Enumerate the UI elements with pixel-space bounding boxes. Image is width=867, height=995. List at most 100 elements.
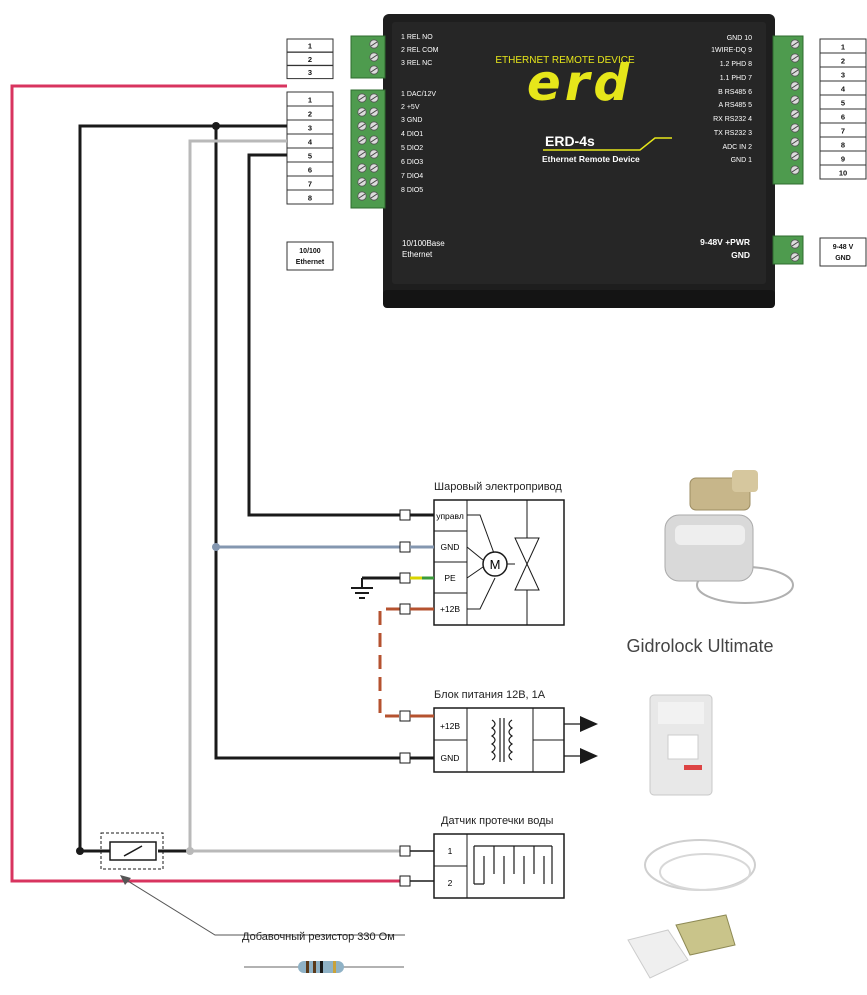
dev-left-mid-7: 8 DIO5	[401, 187, 423, 194]
junction-dot	[76, 847, 84, 855]
valve-photo	[596, 440, 806, 620]
resistor-symbol	[100, 832, 164, 870]
right-terminal-number: 7	[841, 127, 845, 136]
power-box-frame	[819, 237, 867, 267]
screw-slot	[358, 95, 366, 101]
screw-slot	[370, 151, 378, 157]
wire-black-left-bus	[78, 124, 287, 853]
model-name: ERD-4s	[545, 133, 595, 149]
psu-connector	[399, 752, 411, 764]
dev-right-7: TX RS232 3	[714, 130, 752, 137]
wire-brown-12v	[378, 607, 400, 718]
valve-icon-top	[514, 537, 540, 566]
dev-left-mid-4: 5 DIO2	[401, 145, 423, 152]
screw-slot	[791, 69, 799, 75]
left-mid-terminal-number: 7	[308, 180, 312, 189]
ethernet-port-label-1: 10/100Base	[402, 239, 445, 248]
screw-slot	[791, 167, 799, 173]
ethernet-box-frame	[286, 241, 334, 271]
left-top-terminal-box	[286, 65, 334, 80]
erd-device: 1 REL NO 2 REL COM 3 REL NC 1 DAC/12V 2 …	[383, 14, 775, 308]
power-box: 9-48 V GND	[819, 237, 867, 267]
left-top-terminal-number: 3	[308, 68, 312, 77]
dev-left-mid-3: 4 DIO1	[401, 131, 423, 138]
output-arrow-icon	[580, 716, 598, 732]
screw-slot	[358, 151, 366, 157]
ethernet-box-line1: 10/100	[299, 248, 321, 255]
screw-slot	[791, 254, 799, 260]
terminal-block-left-top	[350, 35, 386, 79]
dev-right-5: A RS485 5	[719, 102, 753, 109]
resistor-photo	[244, 961, 404, 973]
terminal-blocks	[350, 35, 804, 265]
dev-right-4: B RS485 6	[718, 89, 752, 96]
left-mid-terminal-number: 1	[308, 96, 312, 105]
dev-left-mid-6: 7 DIO4	[401, 173, 423, 180]
psu-schematic: Блок питания 12В, 1А +12В GND	[399, 689, 598, 773]
left-top-terminal-number: 2	[308, 55, 312, 64]
brand-banner: ETHERNET REMOTE DEVICE	[495, 55, 635, 66]
wires	[10, 84, 400, 883]
left-mid-terminal-box	[286, 189, 334, 205]
dev-left-mid-1: 2 +5V	[401, 104, 420, 111]
sensor-electrode-icon	[473, 845, 553, 885]
dev-right-labels: GND 10 1WIRE-DQ 9 1.2 PHD 8 1.1 PHD 7 B …	[711, 35, 752, 164]
screw-slot	[370, 41, 378, 47]
wire-black-gnd-psu	[214, 124, 400, 760]
dev-right-6: RX RS232 4	[713, 116, 752, 123]
power-box-line1: 9-48 V	[833, 244, 854, 251]
dev-right-2: 1.2 PHD 8	[720, 61, 752, 68]
screw-slot	[370, 109, 378, 115]
power-box-line2: GND	[835, 255, 851, 262]
left-mid-terminal-number: 5	[308, 152, 312, 161]
sensor-pin-2: 2	[448, 878, 453, 888]
screw-slot	[791, 41, 799, 47]
screw-slot	[370, 123, 378, 129]
screw-slot	[791, 153, 799, 159]
terminal-screws	[357, 39, 800, 262]
psu-pin-12v: +12В	[440, 721, 460, 731]
screw-slot	[370, 137, 378, 143]
valve-connector	[399, 603, 411, 615]
screw-slot	[370, 165, 378, 171]
number-boxes-left-top: 1 2 3	[286, 38, 334, 80]
power-label-2: GND	[731, 250, 750, 260]
screw-slot	[370, 95, 378, 101]
valve-icon-bottom	[514, 562, 540, 591]
model-underline	[543, 137, 672, 151]
right-terminal-number: 8	[841, 141, 845, 150]
valve-product-name: Gidrolock Ultimate	[626, 636, 773, 656]
wire-black-dio2-control	[247, 153, 400, 517]
junction-dot	[186, 847, 194, 855]
right-terminal-number: 3	[841, 71, 845, 80]
valve-connector	[399, 509, 411, 521]
sensor-photo	[627, 839, 756, 979]
screw-slot	[791, 241, 799, 247]
left-top-terminal-number: 1	[308, 42, 312, 51]
power-label-1: 9-48V +PWR	[700, 237, 750, 247]
valve-title: Шаровый электропривод	[434, 481, 562, 493]
right-terminal-number: 6	[841, 113, 845, 122]
wire-gray-dio1	[188, 139, 400, 853]
screw-slot	[791, 125, 799, 131]
dev-right-1: 1WIRE-DQ 9	[711, 47, 752, 54]
left-mid-terminal-number: 4	[308, 138, 313, 147]
sensor-pin-1: 1	[448, 846, 453, 856]
dev-right-3: 1.1 PHD 7	[720, 75, 752, 82]
valve-pin-12v: +12В	[440, 604, 460, 614]
screw-slot	[791, 139, 799, 145]
screw-slot	[358, 109, 366, 115]
valve-connector	[399, 572, 411, 584]
resistor-leader-line	[122, 877, 405, 936]
dev-right-9: GND 1	[731, 157, 753, 164]
screw-slot	[370, 179, 378, 185]
screw-slot	[358, 179, 366, 185]
left-mid-terminal-number: 3	[308, 124, 312, 133]
left-mid-terminal-number: 6	[308, 166, 312, 175]
screw-slot	[370, 193, 378, 199]
right-terminal-number: 9	[841, 155, 845, 164]
sensor-schematic: Датчик протечки воды 1 2	[399, 815, 565, 899]
dev-right-8: ADC IN 2	[722, 144, 752, 151]
dev-left-mid-2: 3 GND	[401, 117, 422, 124]
